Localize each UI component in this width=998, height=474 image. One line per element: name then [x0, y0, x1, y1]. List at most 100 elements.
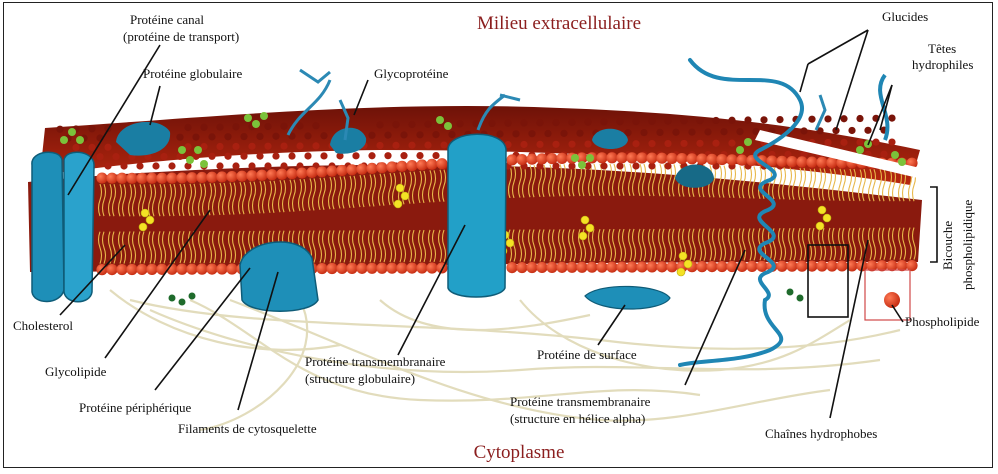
- surface-head: [616, 118, 623, 125]
- label-carbohydrates: Glucides: [882, 9, 928, 24]
- surface-head: [200, 124, 207, 131]
- lipid-head: [336, 263, 347, 274]
- lipid-head: [536, 262, 547, 273]
- lipid-head: [416, 262, 427, 273]
- surface-head: [744, 116, 751, 123]
- lipid-head: [406, 160, 417, 171]
- lipid-head: [816, 260, 827, 271]
- lipid-head: [216, 171, 227, 182]
- lipid-head: [386, 263, 397, 274]
- lipid-head: [356, 263, 367, 274]
- label-cytoskeleton-filaments: Filaments de cytosquelette: [178, 421, 317, 436]
- lipid-head: [186, 172, 197, 183]
- surface-head: [232, 143, 239, 150]
- surface-head: [88, 125, 95, 132]
- lipid-head: [326, 263, 337, 274]
- label-bilayer-2: phospholipidique: [960, 199, 975, 290]
- lipid-head: [656, 153, 667, 164]
- surface-head: [304, 152, 311, 159]
- surface-head: [384, 152, 391, 159]
- lipid-head: [286, 168, 297, 179]
- surface-head: [696, 140, 703, 147]
- surface-head: [664, 117, 671, 124]
- surface-head: [152, 162, 159, 169]
- lipid-head: [396, 263, 407, 274]
- surface-head: [536, 141, 543, 148]
- surface-head: [632, 118, 639, 125]
- surface-head: [216, 143, 223, 150]
- surface-head: [184, 124, 191, 131]
- lipid-head: [206, 263, 217, 274]
- surface-head: [424, 142, 431, 149]
- lipid-head: [516, 154, 527, 165]
- lipid-head: [136, 264, 147, 275]
- surface-head: [520, 141, 527, 148]
- surface-head: [424, 121, 431, 128]
- lipid-head: [666, 261, 677, 272]
- surface-head: [312, 142, 319, 149]
- lipid-head: [106, 173, 117, 184]
- lipid-head: [366, 263, 377, 274]
- lipid-head: [376, 162, 387, 173]
- surface-head: [272, 152, 279, 159]
- lipid-head: [226, 263, 237, 274]
- surface-head: [840, 115, 847, 122]
- lipid-head: [306, 167, 317, 178]
- surface-head: [728, 140, 735, 147]
- lipid-head: [326, 166, 337, 177]
- lipid-head: [276, 169, 287, 180]
- surface-head: [280, 123, 287, 130]
- surface-head: [160, 153, 167, 160]
- surface-head: [616, 162, 623, 169]
- surface-head: [488, 120, 495, 127]
- lipid-head: [146, 264, 157, 275]
- surface-head: [680, 117, 687, 124]
- surface-head: [120, 162, 127, 169]
- surface-head: [568, 119, 575, 126]
- surface-head: [712, 117, 719, 124]
- lipid-head: [676, 153, 687, 164]
- surface-head: [536, 119, 543, 126]
- surface-head: [544, 130, 551, 137]
- lipid-head: [836, 260, 847, 271]
- surface-head: [208, 153, 215, 160]
- lipid-head: [426, 159, 437, 170]
- surface-head: [840, 139, 847, 146]
- lipid-head: [686, 153, 697, 164]
- surface-head: [232, 162, 239, 169]
- surface-head: [312, 122, 319, 129]
- surface-head: [824, 139, 831, 146]
- lipid-head: [296, 167, 307, 178]
- surface-head: [584, 119, 591, 126]
- lipid-head: [106, 264, 117, 275]
- surface-head: [600, 118, 607, 125]
- surface-head: [392, 121, 399, 128]
- surface-head: [264, 162, 271, 169]
- lipid-head: [156, 173, 167, 184]
- surface-head: [432, 152, 439, 159]
- lipid-head: [216, 263, 227, 274]
- surface-head: [240, 133, 247, 140]
- surface-head: [888, 115, 895, 122]
- surface-head: [504, 120, 511, 127]
- label-hydrophobic-chains: Chaînes hydrophobes: [765, 426, 877, 441]
- surface-head: [192, 133, 199, 140]
- lipid-head: [126, 264, 137, 275]
- label-heads-1: Têtes: [928, 41, 956, 56]
- surface-head: [256, 153, 263, 160]
- surface-head: [712, 140, 719, 147]
- lipid-head: [716, 154, 727, 165]
- surface-head: [600, 162, 607, 169]
- surface-head: [528, 130, 535, 137]
- lipid-head: [396, 161, 407, 172]
- surface-head: [136, 162, 143, 169]
- lipid-head: [696, 153, 707, 164]
- surface-head: [456, 120, 463, 127]
- lipid-head: [576, 262, 587, 273]
- label-transmembrane-alpha-1: Protéine transmembranaire: [510, 394, 651, 409]
- surface-head: [656, 129, 663, 136]
- lipid-head: [136, 173, 147, 184]
- surface-head: [496, 130, 503, 137]
- lipid-head: [176, 264, 187, 275]
- lipid-head: [796, 261, 807, 272]
